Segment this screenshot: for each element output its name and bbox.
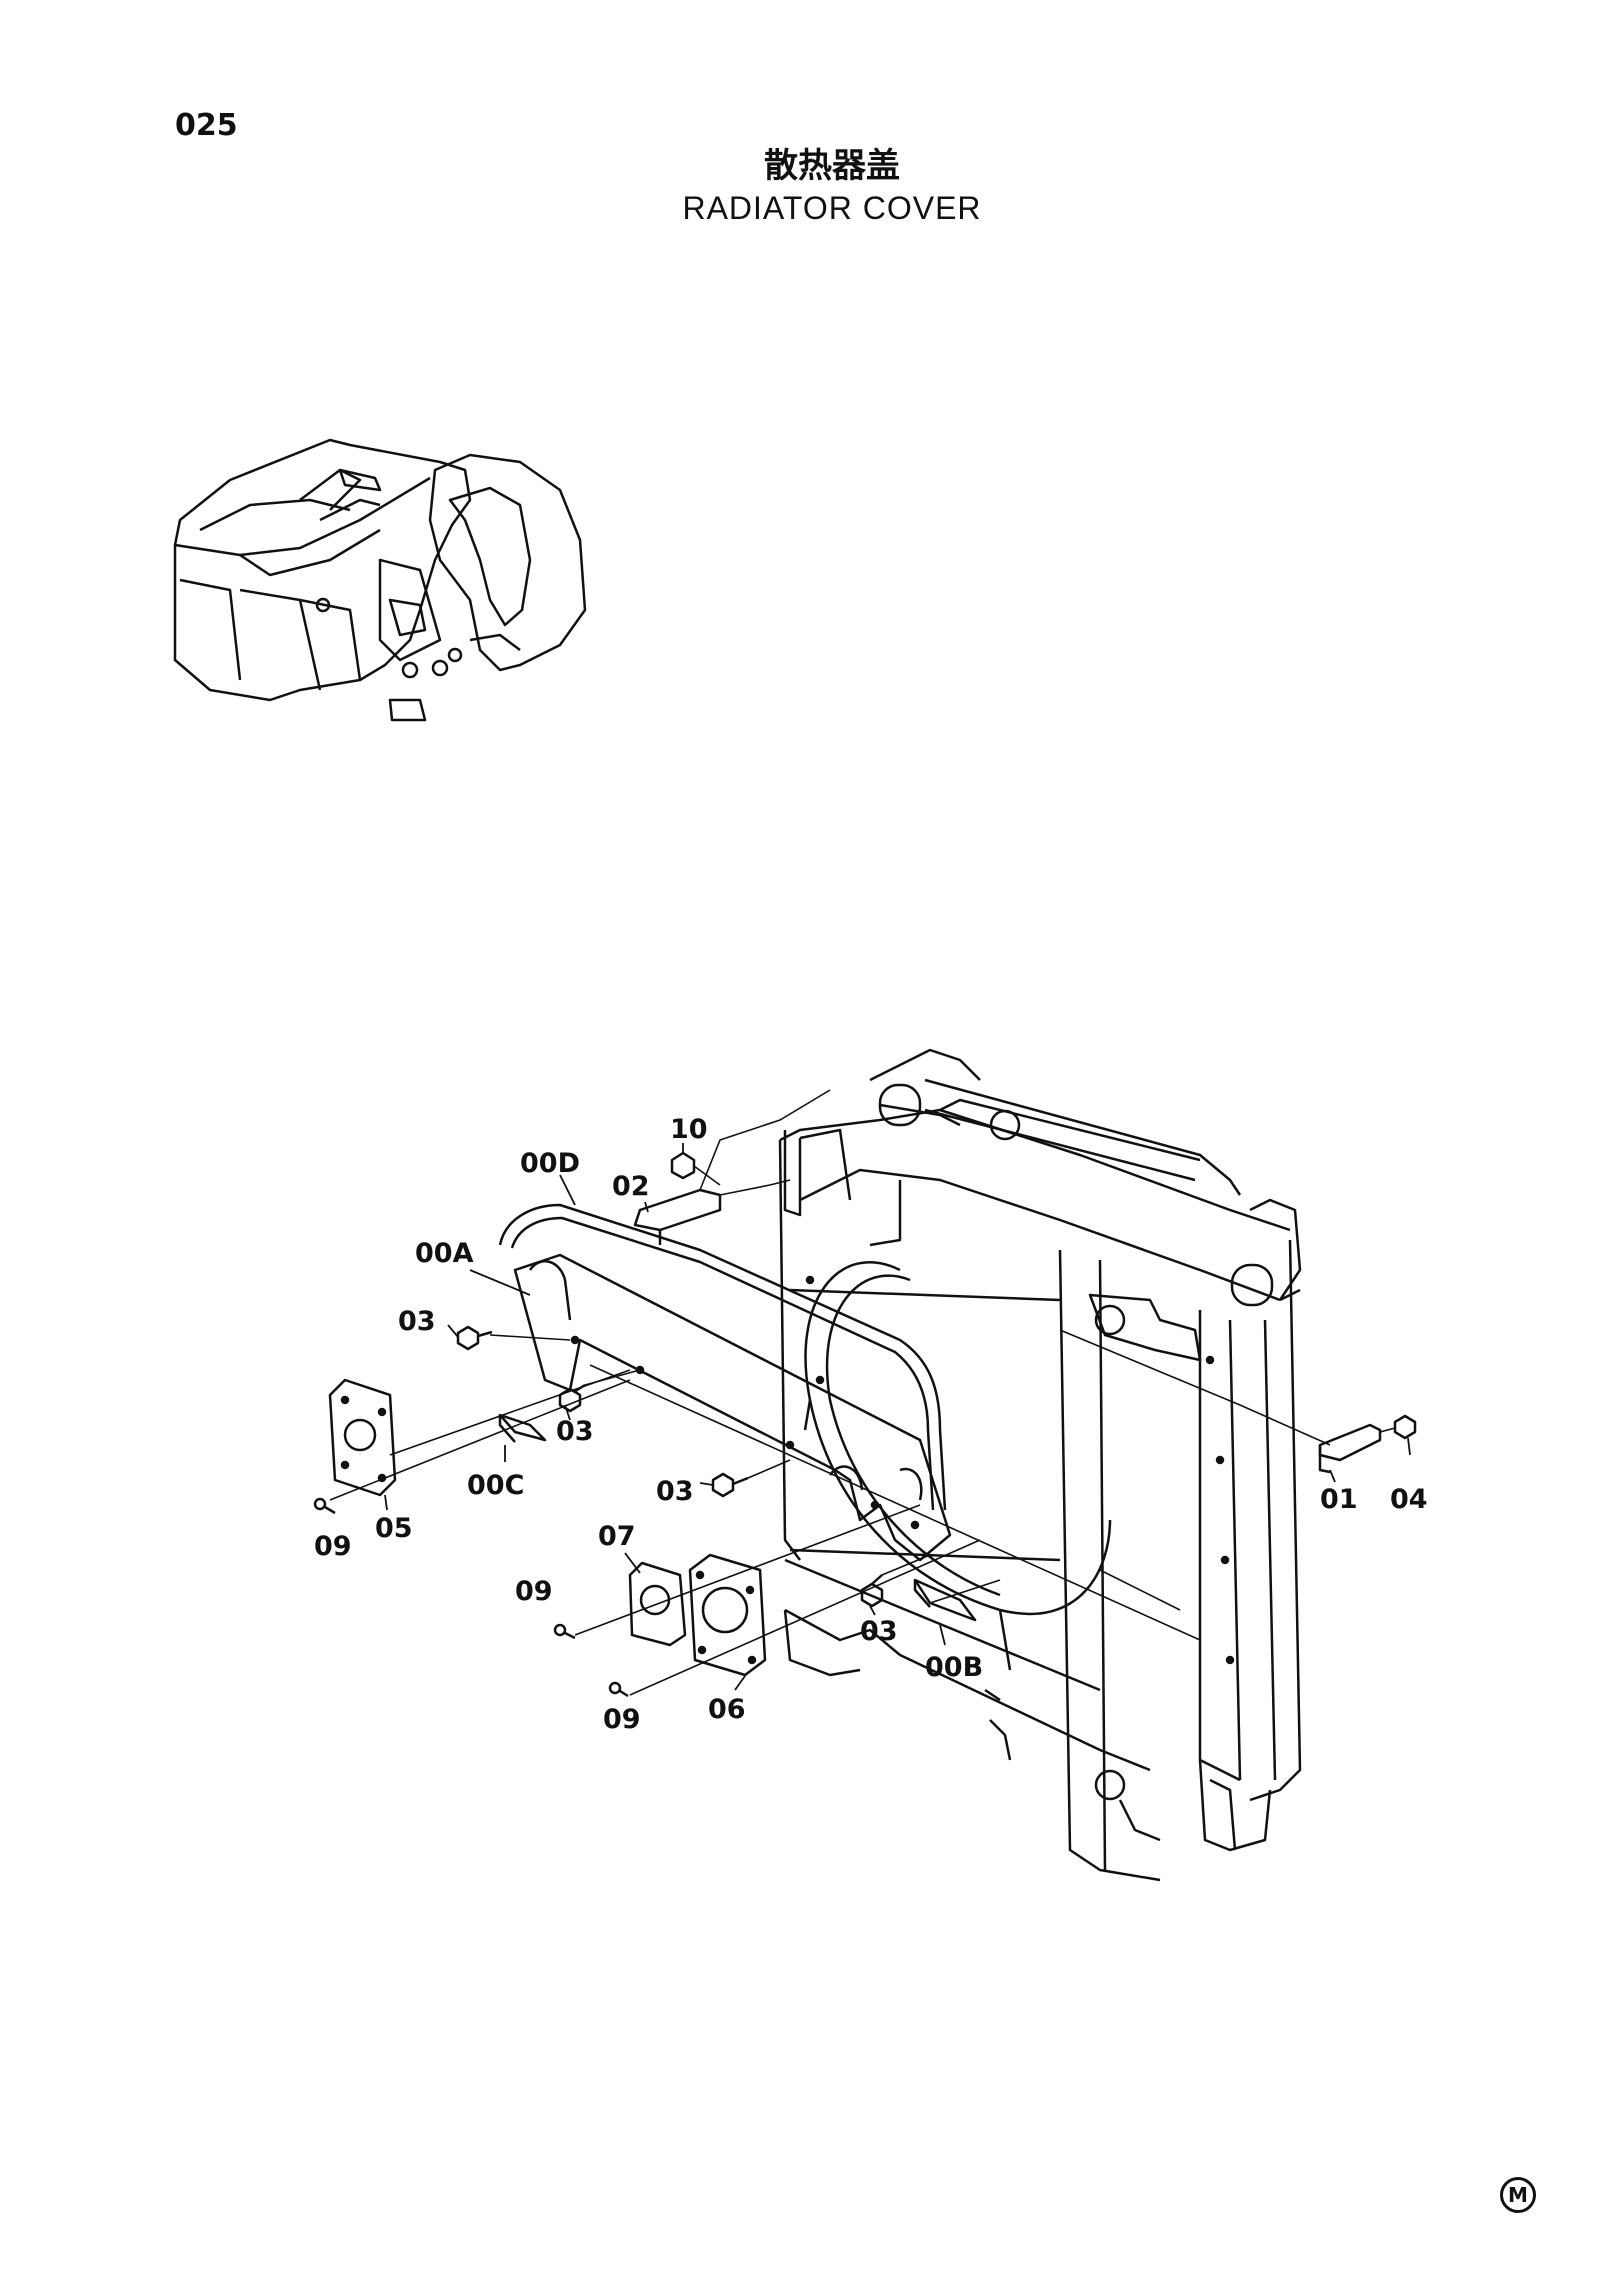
callout-pointers [384, 1143, 1411, 1691]
callout-05: 05 [375, 1513, 413, 1544]
callout-02: 02 [612, 1171, 650, 1202]
callout-03-d: 03 [860, 1616, 898, 1647]
callout-03-a: 03 [398, 1306, 436, 1337]
bolt-03-d [860, 1574, 884, 1608]
callout-00A: 00A [415, 1238, 474, 1269]
callout-10: 10 [670, 1114, 708, 1145]
radiator-assembly [778, 1048, 1302, 1882]
callout-01: 01 [1320, 1484, 1358, 1515]
screw-09-a [313, 1497, 336, 1515]
callout-03-c: 03 [656, 1476, 694, 1507]
cover-parts [313, 1151, 1417, 1698]
callout-03-b: 03 [556, 1416, 594, 1447]
page-title-chinese: 散热器盖 [764, 146, 900, 186]
callout-00C: 00C [467, 1470, 524, 1501]
page-number: 025 [175, 108, 238, 143]
callout-06: 06 [708, 1694, 746, 1725]
callout-labels: 00D 10 02 00A 03 03 03 03 00C 05 09 07 0… [314, 1114, 1428, 1735]
screw-09-c [608, 1681, 629, 1698]
callout-04: 04 [1390, 1484, 1428, 1515]
leader-lines [329, 1089, 1396, 1696]
manufacturer-mark: M [1500, 2177, 1536, 2213]
callout-09-a: 09 [314, 1531, 352, 1562]
bolt-03-c [711, 1472, 749, 1498]
machine-overview-illustration [173, 438, 587, 722]
page-title-english: RADIATOR COVER [682, 190, 982, 226]
callout-00D: 00D [520, 1148, 580, 1179]
callout-09-b: 09 [515, 1576, 553, 1607]
bolt-03-a [456, 1325, 493, 1351]
callout-09-c: 09 [603, 1704, 641, 1735]
callout-07: 07 [598, 1521, 636, 1552]
callout-00B: 00B [925, 1652, 983, 1683]
screw-09-b [553, 1623, 576, 1640]
